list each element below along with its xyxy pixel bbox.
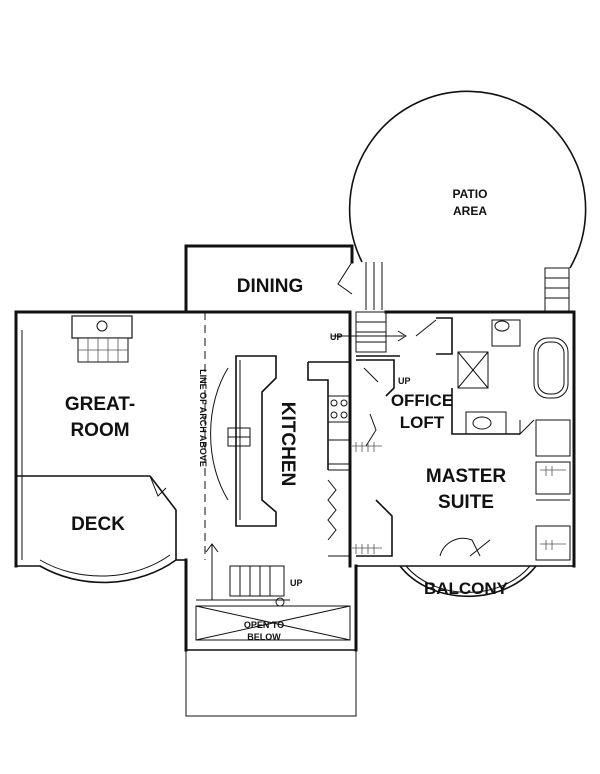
dining-room-walls [184, 244, 354, 314]
lower-stair [195, 543, 351, 641]
kitchen-island [210, 355, 277, 527]
main-walls [14, 310, 358, 717]
patio-area [348, 90, 587, 313]
kitchen-label: KITCHEN [277, 402, 298, 486]
master-suite-label-line2: SUITE [438, 492, 494, 513]
great-room-label-line2: ROOM [70, 420, 129, 441]
kitchen-counters [307, 361, 351, 557]
room-labels: PATIO AREA DINING GREAT- ROOM KITCHEN LI… [65, 187, 509, 642]
office-loft-label-line1: OFFICE [391, 391, 453, 410]
deck-label: DECK [71, 514, 125, 535]
open-to-below-line1: OPEN TO [244, 620, 284, 630]
stair-up-main-label: UP [330, 332, 343, 342]
closet-rods [352, 442, 566, 554]
stair-up-lower-label: UP [290, 578, 303, 588]
dining-label: DINING [237, 276, 304, 297]
main-stair [332, 311, 407, 353]
patio-label-line2: AREA [453, 204, 487, 218]
open-to-below-line2: BELOW [247, 632, 281, 642]
master-suite-label-line1: MASTER [426, 466, 507, 487]
stair-up-office-label: UP [398, 376, 411, 386]
patio-label-line1: PATIO [453, 187, 488, 201]
balcony-label: BALCONY [424, 579, 509, 598]
arch-line-label: LINE OF ARCH ABOVE [198, 369, 208, 467]
master-suite-walls [356, 310, 576, 598]
office-loft-label-line2: LOFT [400, 413, 445, 432]
great-room-label-line1: GREAT- [65, 394, 135, 415]
